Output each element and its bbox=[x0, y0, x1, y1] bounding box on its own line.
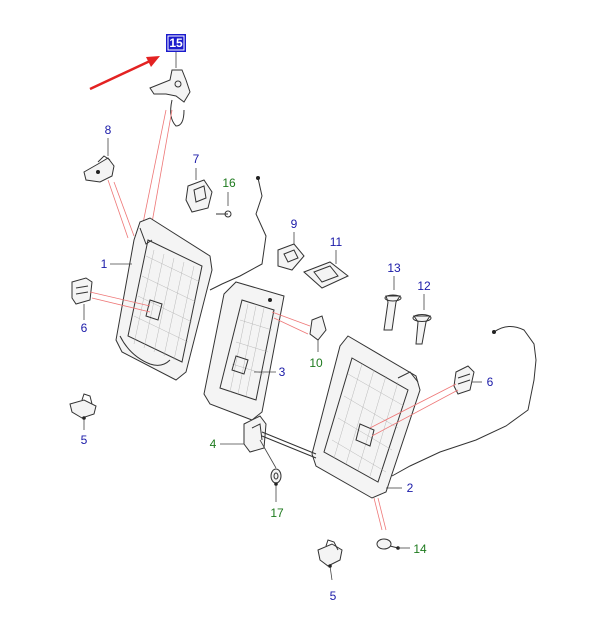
callout-9[interactable]: 9 bbox=[291, 217, 298, 231]
svg-text:15: 15 bbox=[169, 36, 183, 50]
part-17-bushing[interactable] bbox=[259, 439, 282, 502]
callout-4[interactable]: 4 bbox=[210, 437, 217, 451]
callout-17[interactable]: 17 bbox=[270, 506, 284, 520]
callout-labels: 1 2 3 4 5 5 6 6 7 8 9 10 11 12 13 14 16 … bbox=[81, 123, 494, 603]
callout-leaders bbox=[83, 263, 482, 549]
callout-1[interactable]: 1 bbox=[101, 257, 108, 271]
callout-13[interactable]: 13 bbox=[387, 261, 401, 275]
callout-14[interactable]: 14 bbox=[413, 542, 427, 556]
part-13-pin[interactable] bbox=[383, 276, 402, 331]
callout-5-lower[interactable]: 5 bbox=[330, 589, 337, 603]
part-16-screw[interactable] bbox=[216, 192, 232, 218]
callout-6-right[interactable]: 6 bbox=[487, 375, 494, 389]
part-7-bezel[interactable] bbox=[185, 168, 213, 213]
callout-11[interactable]: 11 bbox=[330, 235, 343, 249]
callout-5-upper[interactable]: 5 bbox=[81, 433, 88, 447]
part-5-bracket-upper[interactable] bbox=[69, 393, 97, 430]
part-3-seatback-frame-middle[interactable] bbox=[203, 281, 285, 421]
part-5-bracket-lower[interactable] bbox=[317, 539, 343, 581]
callout-6-left[interactable]: 6 bbox=[81, 321, 88, 335]
callout-8[interactable]: 8 bbox=[105, 123, 112, 137]
callout-3[interactable]: 3 bbox=[279, 365, 286, 379]
frame-3-mesh bbox=[229, 303, 273, 397]
part-6-clip-left[interactable] bbox=[71, 277, 93, 305]
callout-10[interactable]: 10 bbox=[309, 356, 323, 370]
part-14-bolt[interactable] bbox=[376, 538, 400, 550]
part-12-pin[interactable] bbox=[412, 294, 432, 345]
part-11-trim-plate[interactable] bbox=[303, 250, 349, 289]
part-1-seatback-frame-left[interactable] bbox=[115, 217, 213, 381]
callout-12[interactable]: 12 bbox=[417, 279, 431, 293]
part-10-clip[interactable] bbox=[309, 315, 327, 352]
part-2-seatback-frame-right[interactable] bbox=[311, 335, 421, 499]
callout-7[interactable]: 7 bbox=[193, 152, 200, 166]
callout-15-highlighted[interactable]: 15 bbox=[166, 34, 186, 52]
highlight-arrow bbox=[89, 56, 160, 91]
part-15-latch[interactable] bbox=[149, 52, 191, 127]
frame-2-mesh bbox=[331, 363, 405, 477]
callout-16[interactable]: 16 bbox=[222, 176, 236, 190]
part-4-pivot-bracket[interactable] bbox=[243, 415, 317, 459]
frame-1-mesh bbox=[133, 249, 201, 361]
part-9-cover[interactable] bbox=[277, 232, 305, 271]
callout-2[interactable]: 2 bbox=[407, 481, 414, 495]
part-8-bracket[interactable] bbox=[83, 138, 115, 183]
part-6-clip-right[interactable] bbox=[453, 365, 475, 395]
